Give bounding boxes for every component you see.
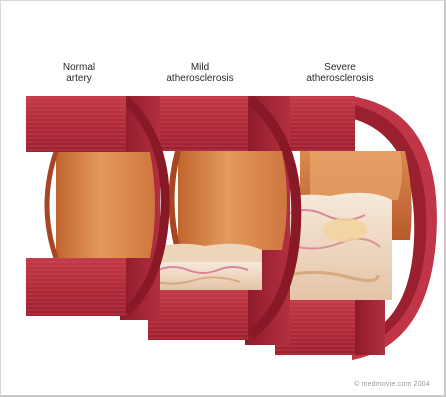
normal-artery-label: Normal artery: [44, 62, 114, 84]
severe-atherosclerosis-label: Severe atherosclerosis: [280, 62, 400, 84]
mild-artery-segment: [148, 96, 296, 345]
mild-atherosclerosis-label: Mild atherosclerosis: [145, 62, 255, 84]
normal-artery-segment: [26, 96, 165, 320]
copyright-credit: © medmovie.com 2004: [354, 381, 430, 388]
